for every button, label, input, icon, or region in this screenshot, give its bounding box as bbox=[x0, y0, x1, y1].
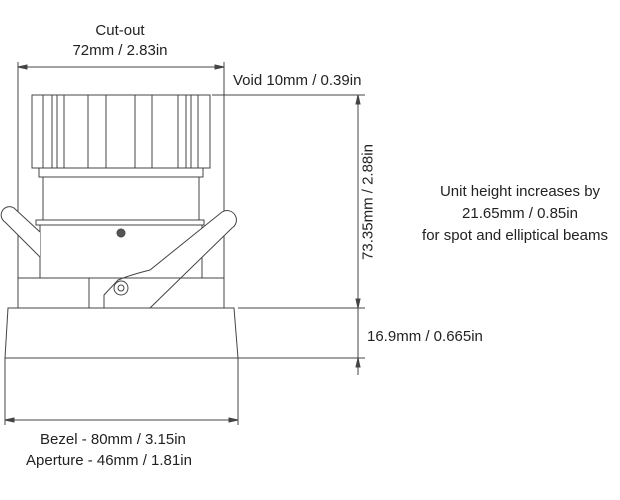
cutout-title: Cut-out bbox=[95, 22, 145, 39]
heatsink bbox=[31, 94, 211, 169]
void-label: Void 10mm / 0.39in bbox=[233, 72, 362, 89]
note-line1: Unit height increases by bbox=[439, 183, 601, 200]
cutout-dimension-line bbox=[17, 62, 225, 308]
bezel-height-label: 16.9mm / 0.665in bbox=[367, 328, 483, 345]
cutout-value: 72mm / 2.83in bbox=[72, 42, 168, 59]
height-label: 73.35mm / 2.88in bbox=[359, 144, 377, 260]
height-dimension-line bbox=[212, 94, 365, 375]
aperture-label: Aperture - 46mm / 1.81in bbox=[26, 452, 192, 469]
spring-clips bbox=[0, 206, 237, 309]
bezel bbox=[4, 307, 239, 425]
note-line3: for spot and elliptical beams bbox=[422, 227, 608, 244]
bezel-label: Bezel - 80mm / 3.15in bbox=[40, 431, 186, 448]
note-line2: 21.65mm / 0.85in bbox=[462, 205, 578, 222]
